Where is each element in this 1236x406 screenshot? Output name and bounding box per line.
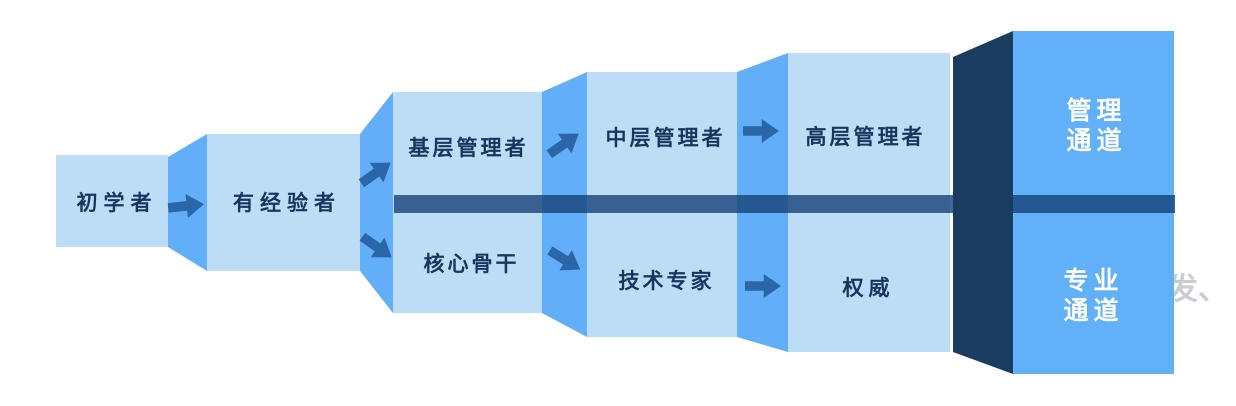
label-management-channel-line2: 通道 [1066, 127, 1127, 155]
label-technical-expert: 技术专家 [618, 270, 715, 293]
connector-fold-2 [360, 92, 393, 313]
label-management-channel-line1: 管理 [1066, 97, 1127, 125]
label-professional-channel: 专业 通道 [1058, 266, 1123, 326]
label-first-line-manager: 基层管理者 [408, 137, 529, 160]
label-authority: 权威 [842, 277, 895, 300]
box-beginner [56, 155, 168, 247]
label-management-channel: 管理 通道 [1061, 96, 1126, 156]
label-core-backbone: 核心骨干 [423, 253, 520, 276]
watermark-text: 发、 [1168, 273, 1228, 306]
label-middle-manager: 中层管理者 [605, 127, 726, 150]
divider-bar [394, 195, 1175, 213]
label-experienced: 有经验者 [233, 192, 341, 215]
label-professional-channel-line2: 通道 [1063, 297, 1124, 325]
label-professional-channel-line1: 专业 [1063, 267, 1124, 295]
box-experienced [207, 134, 360, 271]
label-beginner: 初学者 [76, 192, 158, 215]
label-senior-manager: 高层管理者 [805, 126, 926, 149]
connector-fold-dark [953, 31, 1013, 374]
